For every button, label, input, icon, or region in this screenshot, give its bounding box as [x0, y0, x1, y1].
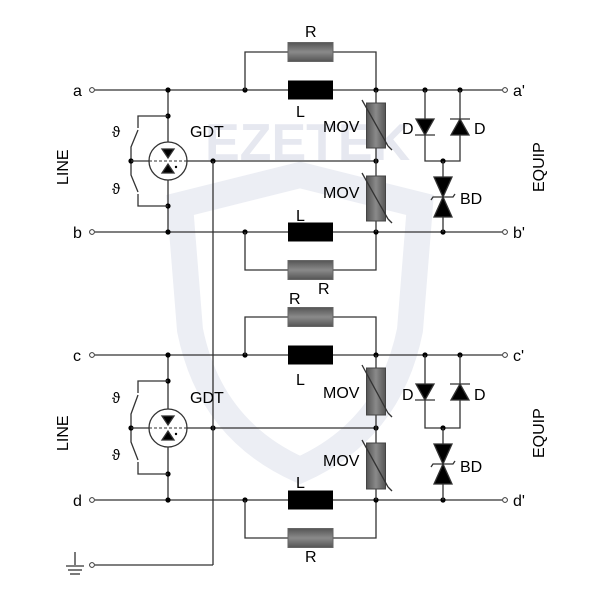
- wire: [244, 500, 377, 539]
- mov-label: MOV: [323, 119, 360, 136]
- line-side-label: LINE: [55, 149, 72, 185]
- terminal-icon: [502, 87, 508, 93]
- terminal-label-d-prime: d': [513, 493, 525, 510]
- thermal-symbol: ϑ: [112, 447, 121, 464]
- resistor-label: R: [305, 549, 317, 566]
- section-1-labels: a b a' b' LINE EQUIP GDT MOV MOV D D BD …: [55, 24, 548, 298]
- diode-label: D: [474, 121, 486, 138]
- gdt-electrode: [160, 415, 176, 427]
- watermark-shield-icon: [166, 161, 434, 485]
- equip-side-label: EQUIP: [531, 142, 548, 192]
- wire: [244, 51, 377, 90]
- inductor-label: L: [296, 372, 305, 389]
- thermal-switch: [130, 428, 168, 475]
- thermal-switch: [130, 115, 168, 161]
- terminal-icon: [89, 229, 95, 235]
- mov-label: MOV: [323, 453, 360, 470]
- bidirectional-diode-icon: [432, 462, 454, 485]
- diode-label: D: [402, 387, 414, 404]
- thermal-switch: [130, 380, 168, 428]
- bd-bar: [430, 193, 456, 201]
- terminal-label-a: a: [73, 83, 82, 100]
- diode-icon: [414, 383, 436, 402]
- thermal-symbol: ϑ: [112, 124, 121, 141]
- varistor-diagonal: [387, 412, 393, 418]
- resistor-label: R: [318, 281, 330, 298]
- terminal-icon: [89, 87, 95, 93]
- terminal-label-c: c: [73, 348, 81, 365]
- wire: [244, 316, 377, 355]
- terminal-icon: [89, 352, 95, 358]
- gdt-electrode: [160, 148, 176, 160]
- terminal-icon: [89, 497, 95, 503]
- gdt-dot: [174, 432, 178, 436]
- wire: [244, 232, 377, 271]
- varistor-diagonal: [361, 439, 389, 488]
- mov-label: MOV: [323, 185, 360, 202]
- inductor: [288, 490, 333, 510]
- section-2-labels: c d c' d' LINE EQUIP GDT MOV MOV D D BD …: [55, 291, 548, 566]
- terminal-label-d: d: [73, 493, 82, 510]
- diode-icon: [414, 118, 436, 137]
- inductor-label: L: [296, 104, 305, 121]
- terminal-label-b-prime: b': [513, 225, 525, 242]
- terminal-icon: [502, 229, 508, 235]
- varistor-diagonal: [361, 364, 389, 414]
- varistor-diagonal: [387, 145, 393, 151]
- varistor-diagonal: [361, 99, 389, 147]
- circuit-wiring: [89, 42, 508, 568]
- bidirectional-diode-icon: [432, 195, 454, 218]
- inductor: [288, 345, 333, 365]
- junction-dot: [165, 87, 171, 93]
- thermal-symbol: ϑ: [112, 181, 121, 198]
- inductor: [288, 80, 333, 100]
- terminal-label-a-prime: a': [513, 83, 525, 100]
- diode-label: D: [474, 387, 486, 404]
- ground-symbol-icon: [66, 552, 84, 575]
- inductor: [288, 222, 333, 242]
- terminal-icon: [89, 562, 95, 568]
- varistor-diagonal: [387, 218, 393, 224]
- thermal-switch-symbols: ϑ ϑ ϑ ϑ: [112, 124, 121, 464]
- bidirectional-diode-icon: [432, 176, 454, 199]
- junction-dot: [165, 497, 171, 503]
- resistor-label: R: [289, 291, 301, 308]
- gdt-label: GDT: [190, 124, 224, 141]
- gdt-label: GDT: [190, 390, 224, 407]
- junction-dot: [165, 352, 171, 358]
- inductor-label: L: [296, 475, 305, 492]
- varistor-diagonal: [387, 486, 393, 492]
- resistor: [287, 307, 334, 327]
- mov-label: MOV: [323, 385, 360, 402]
- terminal-label-b: b: [73, 225, 82, 242]
- inductor-label: L: [296, 208, 305, 225]
- diode-icon: [449, 382, 471, 401]
- equip-side-label: EQUIP: [531, 408, 548, 458]
- diode-label: D: [402, 121, 414, 138]
- bd-label: BD: [460, 459, 482, 476]
- varistor-diagonal: [361, 172, 389, 220]
- line-side-label: LINE: [55, 415, 72, 451]
- bidirectional-diode-icon: [432, 443, 454, 466]
- resistor-label: R: [305, 24, 317, 41]
- gdt-electrode: [160, 162, 176, 174]
- thermal-switch: [130, 161, 168, 207]
- terminal-label-c-prime: c': [513, 348, 524, 365]
- diode-icon: [449, 117, 471, 136]
- bd-bar: [430, 460, 456, 468]
- resistor: [287, 528, 334, 548]
- terminal-icon: [502, 497, 508, 503]
- junction-dot: [165, 229, 171, 235]
- resistor: [287, 260, 334, 280]
- gdt-dot: [174, 165, 178, 169]
- thermal-symbol: ϑ: [112, 390, 121, 407]
- bd-label: BD: [460, 191, 482, 208]
- gdt-electrode: [160, 429, 176, 441]
- resistor: [287, 42, 334, 62]
- terminal-icon: [502, 352, 508, 358]
